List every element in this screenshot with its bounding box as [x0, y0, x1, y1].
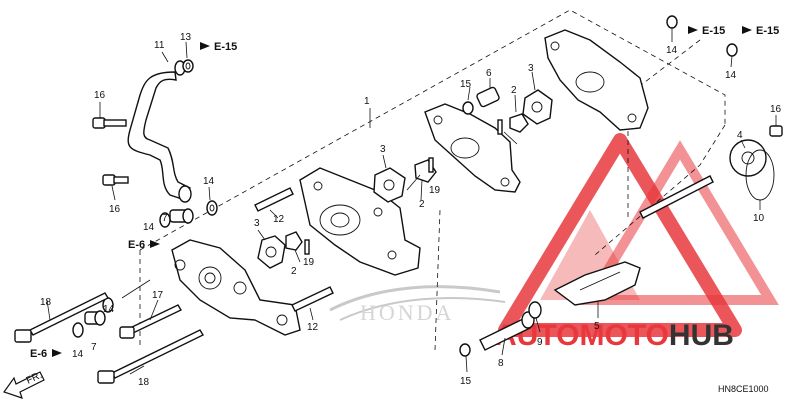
ref-e15-right-b: E-15: [756, 25, 779, 37]
pump-shaft: [639, 175, 714, 219]
callout-2: 2: [419, 199, 425, 210]
o-ring-14-c: [72, 322, 84, 338]
callout-2: 2: [291, 266, 297, 277]
sprocket-bolt-16: [769, 125, 783, 137]
outer-rotor-3-middle: [373, 167, 406, 203]
oil-pipe: [127, 60, 192, 203]
honda-wing-watermark: HONDA: [329, 285, 506, 325]
pump-body-right: [544, 29, 649, 131]
callout-4: 4: [737, 130, 743, 141]
leader-lines: [46, 28, 777, 375]
o-ring-15-lower: [459, 343, 471, 357]
callout-6: 6: [486, 68, 492, 79]
oil-strainer-5: [553, 261, 641, 306]
callout-15: 15: [460, 79, 472, 90]
callout-10: 10: [753, 213, 765, 224]
callout-12: 12: [307, 322, 319, 333]
flange-bolt-16-lower: [102, 174, 129, 186]
long-bolt-18-upper: [14, 292, 109, 343]
svg-text:HONDA: HONDA: [360, 300, 454, 325]
callout-11: 11: [154, 40, 165, 51]
pump-separator-plate: [424, 103, 521, 193]
callout-3: 3: [254, 218, 260, 229]
callout-16: 16: [94, 90, 106, 101]
o-ring-14-f: [726, 43, 738, 57]
callout-14: 14: [103, 304, 115, 315]
svg-text:AUTOMOTOHUB: AUTOMOTOHUB: [495, 319, 734, 352]
bolt-17: [119, 304, 182, 339]
callout-16: 16: [770, 104, 782, 115]
callout-8: 8: [498, 358, 504, 369]
outer-rotor-3-left: [257, 235, 286, 269]
callout-18: 18: [138, 377, 150, 388]
callout-14: 14: [666, 45, 678, 56]
callout-3: 3: [528, 63, 534, 74]
pin-19-upper: [497, 119, 503, 135]
collar-6: [476, 86, 500, 108]
callout-3: 3: [380, 144, 386, 155]
o-ring-15-upper: [462, 101, 474, 115]
callout-9: 9: [537, 337, 543, 348]
dowel-pin-12-upper: [254, 187, 294, 212]
callout-7: 7: [91, 342, 97, 353]
pump-cover-left: [171, 239, 301, 336]
ref-e15-right-a: E-15: [702, 25, 725, 37]
pump-body-middle: [299, 167, 421, 276]
front-label: FR.: [25, 370, 44, 387]
pin-19-middle: [428, 157, 434, 173]
callout-14: 14: [143, 222, 155, 233]
o-ring-14-b: [159, 212, 171, 228]
sealing-washer-13: [182, 59, 194, 73]
callout-14: 14: [72, 349, 84, 360]
dowel-pin-12-lower: [291, 286, 334, 312]
callout-13: 13: [180, 32, 192, 43]
callout-15: 15: [460, 376, 472, 387]
o-ring-14-e: [666, 15, 678, 29]
callout-12: 12: [273, 214, 285, 225]
drive-sprocket-4: [729, 139, 767, 177]
callout-16: 16: [109, 204, 121, 215]
watermark-logo: HONDA AUTOMOTOHUB: [329, 133, 779, 352]
callout-5: 5: [594, 321, 600, 332]
reference-labels: E-15 E-15 E-15 E-6 E-6: [30, 25, 779, 360]
callout-2: 2: [511, 85, 517, 96]
callouts: 1 11 13 16 16 14 14 3 12 2 19 12 18 17 1…: [40, 32, 782, 388]
plug-7-lower: [84, 310, 106, 326]
ref-e6-upper: E-6: [128, 239, 145, 251]
callout-17: 17: [152, 290, 164, 301]
o-ring-9: [528, 301, 542, 319]
flange-bolt-16-upper: [92, 117, 127, 129]
callout-19: 19: [429, 185, 441, 196]
callout-1: 1: [364, 96, 370, 107]
outer-rotor-3-upper: [522, 89, 553, 125]
inner-rotor-2-left: [285, 231, 303, 251]
ref-e6-lower: E-6: [30, 348, 47, 360]
long-bolt-18-lower: [97, 329, 204, 384]
callout-7: 7: [162, 213, 168, 224]
o-ring-14-a: [206, 200, 218, 216]
diagram-code: HN8CE1000: [718, 384, 769, 394]
callout-18: 18: [40, 297, 52, 308]
inner-rotor-2-upper: [509, 113, 529, 133]
plug-7-upper: [169, 208, 194, 224]
callout-14: 14: [725, 70, 737, 81]
callout-19: 19: [303, 257, 315, 268]
ref-e15-left: E-15: [214, 41, 237, 53]
pin-19-left: [304, 239, 310, 255]
callout-14: 14: [203, 176, 215, 187]
front-direction-arrow: FR.: [3, 370, 45, 399]
